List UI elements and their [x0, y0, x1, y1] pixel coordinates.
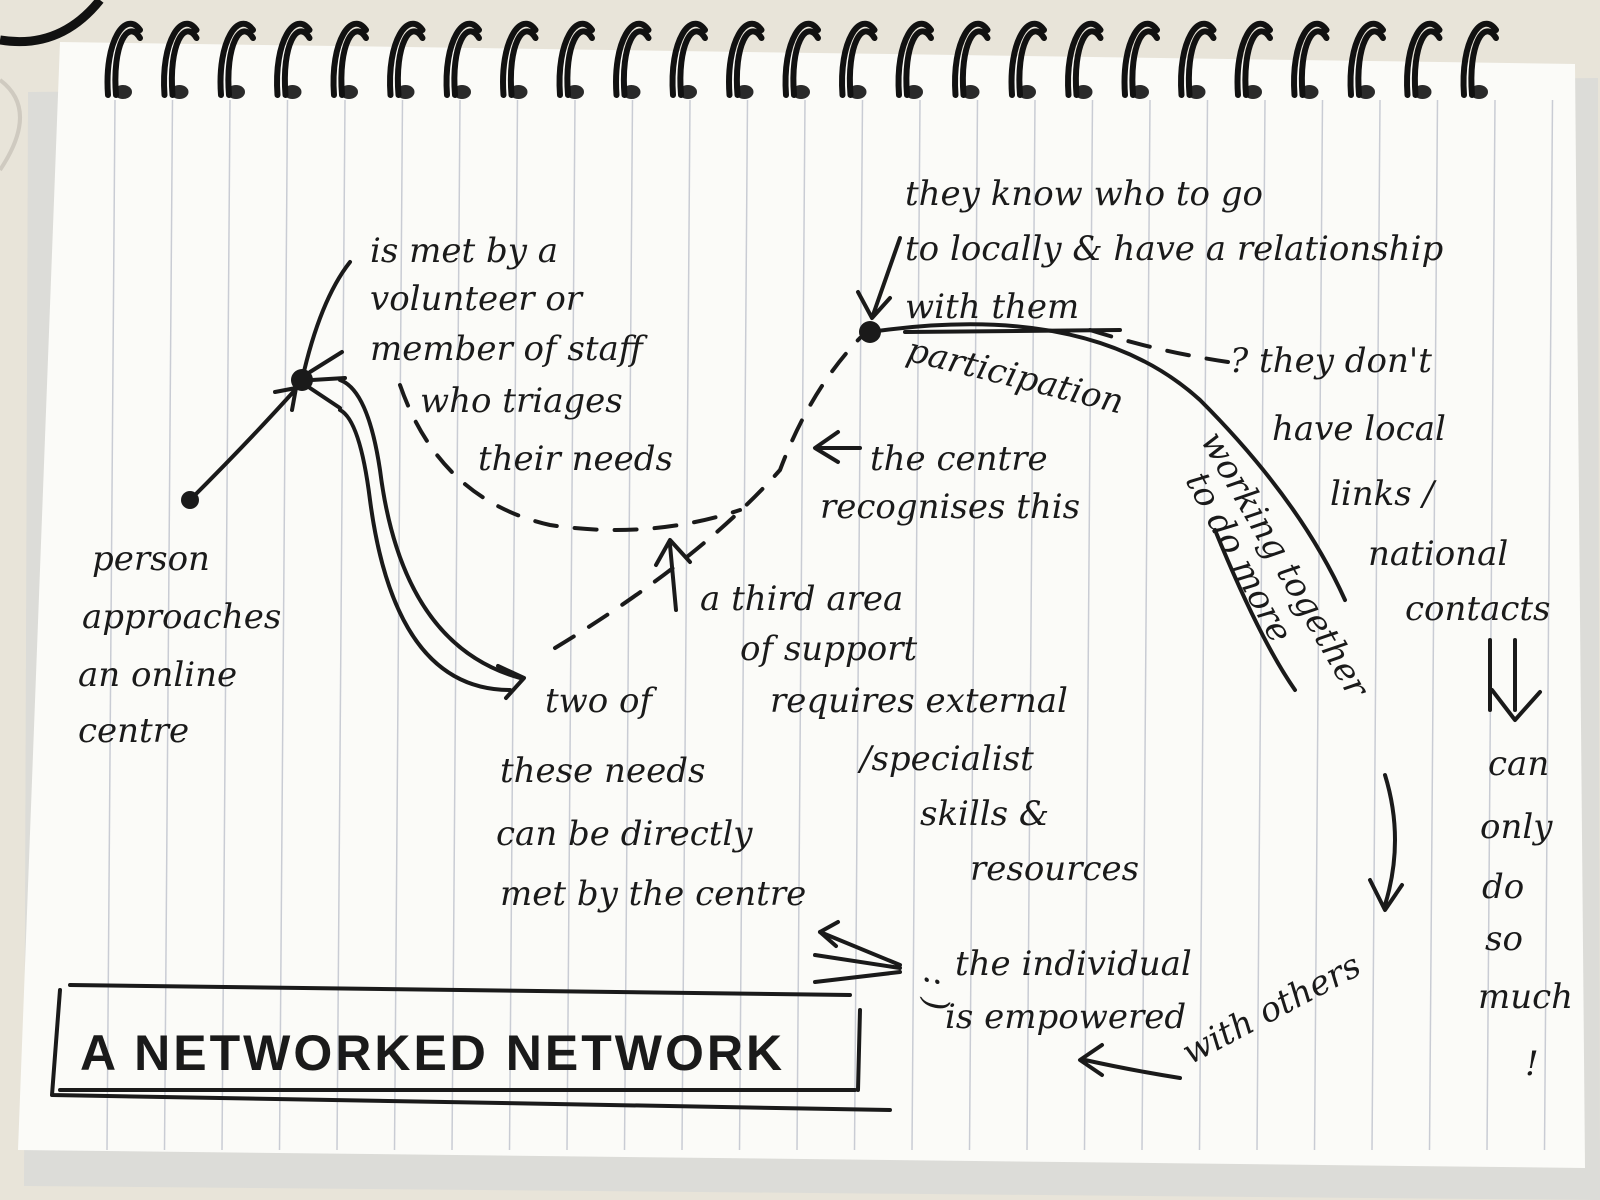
- rule-line: [508, 99, 519, 1151]
- rule-line: [681, 99, 691, 1151]
- spiral-ring: [387, 20, 426, 99]
- spiral-ring: [1404, 20, 1443, 99]
- spiral-ring: [613, 20, 652, 99]
- rule-line: [1428, 99, 1439, 1151]
- desk-cable: [0, 0, 104, 47]
- spiral-ring: [1347, 20, 1386, 99]
- ruled-lines: [106, 99, 1554, 1151]
- rule-line: [221, 99, 231, 1151]
- spiral-ring: [726, 20, 765, 99]
- spiral-ring: [104, 20, 143, 99]
- rule-line: [106, 99, 116, 1151]
- rule-line: [1313, 99, 1324, 1151]
- arrow-to-two-needs: [338, 378, 522, 680]
- dashed-third-area: [553, 336, 862, 650]
- note-recognises: the centre recognises this: [820, 439, 1080, 527]
- spiral-ring: [1460, 20, 1499, 99]
- spiral-ring: [1008, 20, 1047, 99]
- spiral-ring: [274, 20, 313, 99]
- spiral-ring: [782, 20, 821, 99]
- spiral-ring: [669, 20, 708, 99]
- note-approach: person approaches an online centre: [78, 539, 292, 751]
- spiral-ring: [556, 20, 595, 99]
- rule-line: [968, 99, 979, 1151]
- note-know-who: they know who to go to locally & have a …: [905, 174, 1454, 327]
- spiral-ring: [1121, 20, 1160, 99]
- desk-cable-2: [0, 78, 22, 172]
- spiral-ring: [443, 20, 482, 99]
- rule-line: [738, 99, 749, 1151]
- rule-line: [1371, 99, 1381, 1151]
- spiral-binding: [104, 20, 1499, 99]
- diagram-title: A NETWORKED NETWORK: [80, 1025, 785, 1081]
- note-met-by: is met by a volunteer or member of staff…: [370, 231, 673, 479]
- spiral-ring: [330, 20, 369, 99]
- rule-line: [1026, 99, 1036, 1151]
- spiral-ring: [500, 20, 539, 99]
- spiral-ring: [895, 20, 934, 99]
- spiral-ring: [1291, 20, 1330, 99]
- dashed-triage-path: [398, 383, 742, 532]
- rule-line: [1256, 99, 1266, 1151]
- spiral-ring: [839, 20, 878, 99]
- rule-line: [1486, 99, 1496, 1151]
- participation-curve: [868, 322, 1347, 602]
- rule-line: [796, 99, 806, 1151]
- rule-line: [623, 99, 634, 1151]
- spiral-ring: [1178, 20, 1217, 99]
- arrows: [50, 236, 1542, 1112]
- rule-line: [163, 99, 174, 1151]
- note-can-only: can only do so much !: [1478, 744, 1584, 1084]
- note-third-area: a third area of support requires externa…: [700, 579, 1139, 889]
- note-two-needs: two of these needs can be directly met b…: [496, 681, 806, 914]
- note-no-links: ? they don't have local links / national…: [1230, 341, 1551, 629]
- rule-line: [911, 99, 921, 1151]
- rule-line: [336, 99, 346, 1151]
- spiral-ring: [1234, 20, 1273, 99]
- arrow-approach: [188, 388, 297, 502]
- spiral-ring: [217, 20, 256, 99]
- spiral-ring: [161, 20, 200, 99]
- note-empowered: the individual is empowered: [945, 944, 1203, 1037]
- rule-line: [566, 99, 576, 1151]
- rule-line: [451, 99, 461, 1151]
- rule-line: [853, 99, 864, 1151]
- title-box: [50, 983, 892, 1112]
- rule-line: [1083, 99, 1094, 1151]
- smiley: : ): [916, 975, 956, 1011]
- rule-line: [1141, 99, 1151, 1151]
- rule-line: [278, 99, 289, 1151]
- spiral-ring: [1065, 20, 1104, 99]
- rule-line: [1543, 99, 1554, 1151]
- spiral-ring: [952, 20, 991, 99]
- rule-line: [393, 99, 404, 1151]
- rule-line: [1198, 99, 1209, 1151]
